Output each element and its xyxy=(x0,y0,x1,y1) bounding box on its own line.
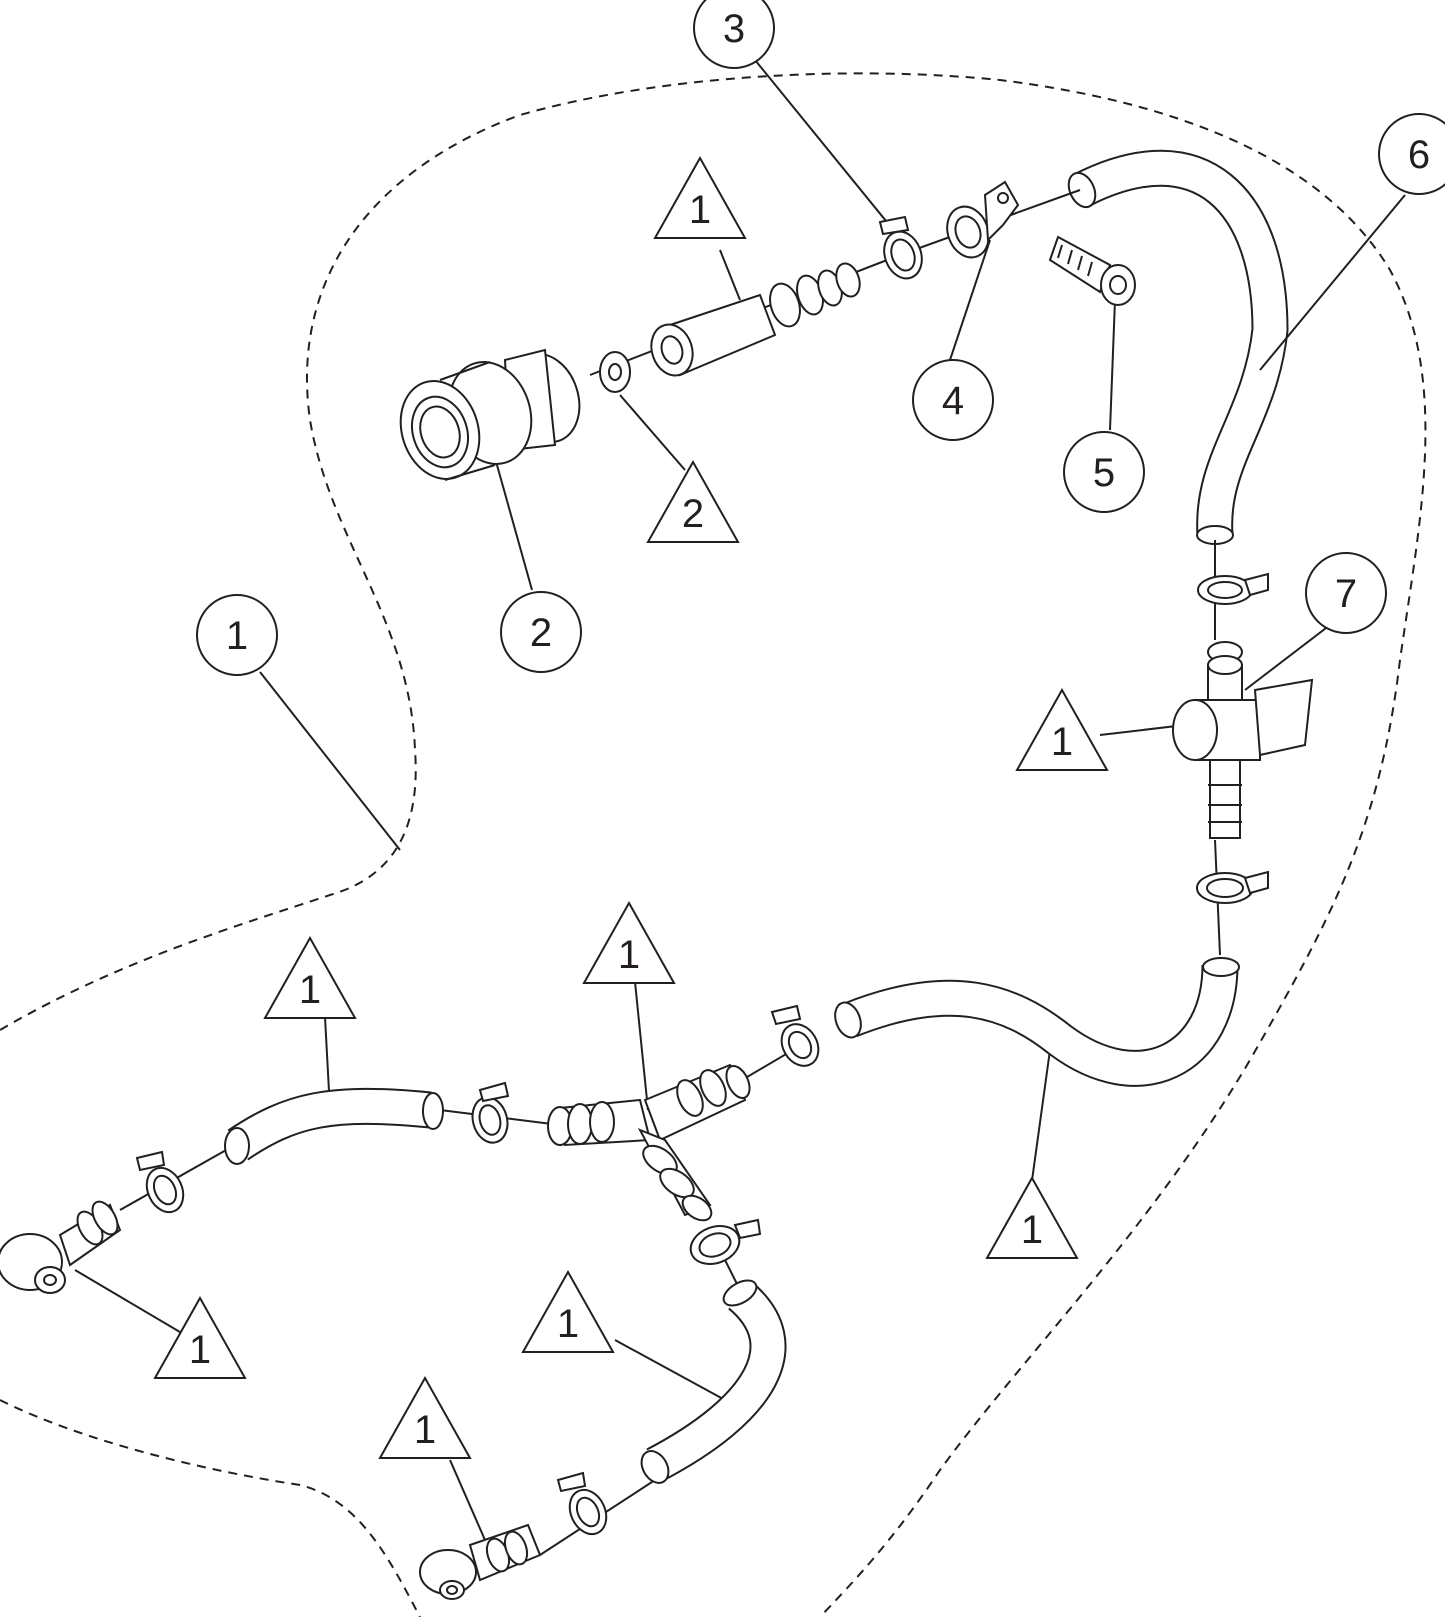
hose-left xyxy=(224,1087,444,1165)
callout-7: 7 xyxy=(1305,552,1387,634)
svg-text:1: 1 xyxy=(1021,1208,1043,1252)
svg-text:1: 1 xyxy=(299,968,321,1012)
clamp-left-end xyxy=(135,1150,185,1214)
clamp-valve-lower xyxy=(1196,870,1269,904)
hose-bottom xyxy=(640,1279,787,1484)
callout-6: 6 xyxy=(1378,113,1445,195)
triangle-callout-valve: 1 xyxy=(1015,687,1109,771)
svg-text:7: 7 xyxy=(1335,572,1357,616)
fitting-item-4 xyxy=(946,180,1020,259)
callout-1: 1 xyxy=(196,594,278,676)
svg-text:2: 2 xyxy=(530,611,552,655)
hose-connector-nut xyxy=(399,348,581,481)
hose-upper xyxy=(1067,149,1289,545)
callout-4: 4 xyxy=(912,359,994,441)
leader-lines xyxy=(74,59,1406,1556)
triangle-callout-bottom-center: 1 xyxy=(521,1269,615,1353)
triangle-callout-bottom-left: 1 xyxy=(153,1295,247,1379)
svg-text:1: 1 xyxy=(226,614,248,658)
triangle-callout-hose-lower: 1 xyxy=(985,1175,1079,1259)
svg-text:1: 1 xyxy=(414,1408,436,1452)
svg-text:3: 3 xyxy=(723,7,745,51)
hose-lower-right xyxy=(834,957,1240,1087)
svg-text:5: 5 xyxy=(1093,451,1115,495)
svg-text:1: 1 xyxy=(557,1302,579,1346)
callout-3: 3 xyxy=(693,0,775,69)
triangle-callout-bottom-right: 1 xyxy=(378,1375,472,1459)
triangle-callout-center: 1 xyxy=(582,900,676,984)
shutoff-valve-item-7 xyxy=(1172,641,1314,839)
clamp-top xyxy=(878,215,923,280)
svg-text:1: 1 xyxy=(618,933,640,977)
callout-5: 5 xyxy=(1063,431,1145,513)
barb-coupler xyxy=(650,262,861,377)
triangle-callout-left: 1 xyxy=(263,935,357,1019)
svg-text:1: 1 xyxy=(1051,720,1073,764)
assembly-boundary xyxy=(0,72,1427,1617)
svg-text:1: 1 xyxy=(189,1328,211,1372)
svg-text:6: 6 xyxy=(1408,133,1430,177)
screw-item-5 xyxy=(1048,235,1136,306)
assembly-boundary-lower xyxy=(0,1399,421,1617)
clamp-tee-down xyxy=(689,1218,762,1265)
clamp-left-tee xyxy=(471,1081,510,1144)
elbow-fitting-bottom xyxy=(419,1523,542,1600)
triangle-callout-top: 1 xyxy=(653,155,747,239)
clamp-bottom xyxy=(556,1471,608,1536)
elbow-fitting-left xyxy=(0,1200,122,1294)
callout-2: 2 xyxy=(500,591,582,673)
tee-fitting xyxy=(547,1063,751,1222)
clamp-valve-upper xyxy=(1197,572,1269,605)
svg-text:2: 2 xyxy=(682,492,704,536)
washer xyxy=(599,351,631,393)
clamp-right-tee xyxy=(770,1004,820,1067)
triangle-callout-2: 2 xyxy=(646,459,740,543)
svg-text:1: 1 xyxy=(689,188,711,232)
svg-text:4: 4 xyxy=(942,379,964,423)
